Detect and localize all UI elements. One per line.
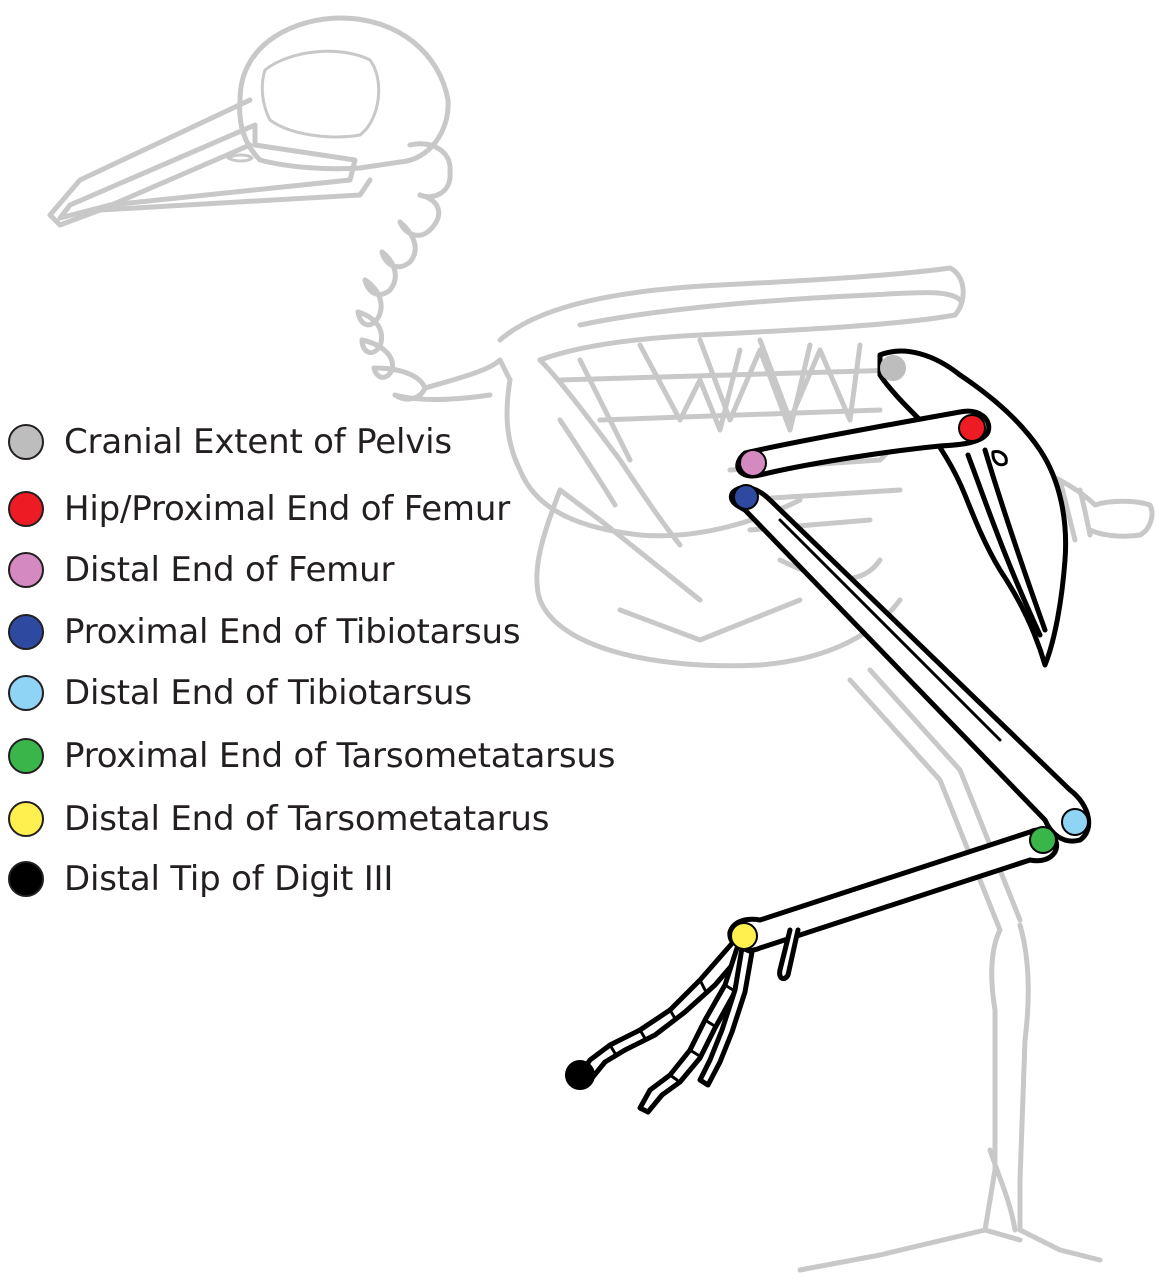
legend-label: Cranial Extent of Pelvis [64,422,452,462]
toes [580,940,752,1112]
landmark-distal-end-of-tarsometatarus [731,923,757,949]
legend-label: Proximal End of Tarsometatarsus [64,736,615,776]
legend-swatch [8,738,44,774]
landmark-distal-end-of-femur [740,450,766,476]
legend-swatch [8,552,44,588]
legend-swatch [8,614,44,650]
legend-item-distal-tip-of-digit-iii: Distal Tip of Digit III [8,857,393,901]
neck-vertebrae [358,144,510,400]
legend-item-distal-end-of-tarsometatarus: Distal End of Tarsometatarus [8,797,549,841]
legend-item-cranial-extent-of-pelvis: Cranial Extent of Pelvis [8,420,452,464]
landmark-cranial-extent-of-pelvis [881,356,905,380]
landmark-distal-tip-of-digit-iii [566,1061,594,1089]
legend-item-hip-proximal-end-of-femur: Hip/Proximal End of Femur [8,487,510,531]
background-leg [800,670,1100,1270]
legend-item-proximal-end-of-tarsometatarsus: Proximal End of Tarsometatarsus [8,734,615,778]
pelvis [880,351,1066,665]
legend-label: Distal End of Tarsometatarus [64,799,549,839]
legend-label: Hip/Proximal End of Femur [64,489,510,529]
legend-label: Distal End of Femur [64,550,394,590]
legend-swatch [8,491,44,527]
legend-swatch [8,861,44,897]
legend-item-proximal-end-of-tibiotarsus: Proximal End of Tibiotarsus [8,610,520,654]
landmark-proximal-end-of-tibiotarsus [734,485,758,509]
legend-label: Distal End of Tibiotarsus [64,673,472,713]
legend-swatch [8,424,44,460]
landmark-hip-proximal-end-of-femur [959,415,985,441]
skull [50,18,448,225]
landmark-proximal-end-of-tarsometatarsus [1030,827,1056,853]
legend-swatch [8,801,44,837]
landmark-distal-end-of-tibiotarsus [1062,809,1088,835]
legend-item-distal-end-of-femur: Distal End of Femur [8,548,394,592]
legend-swatch [8,675,44,711]
legend-item-distal-end-of-tibiotarsus: Distal End of Tibiotarsus [8,671,472,715]
legend-label: Distal Tip of Digit III [64,859,393,899]
legend-label: Proximal End of Tibiotarsus [64,612,520,652]
